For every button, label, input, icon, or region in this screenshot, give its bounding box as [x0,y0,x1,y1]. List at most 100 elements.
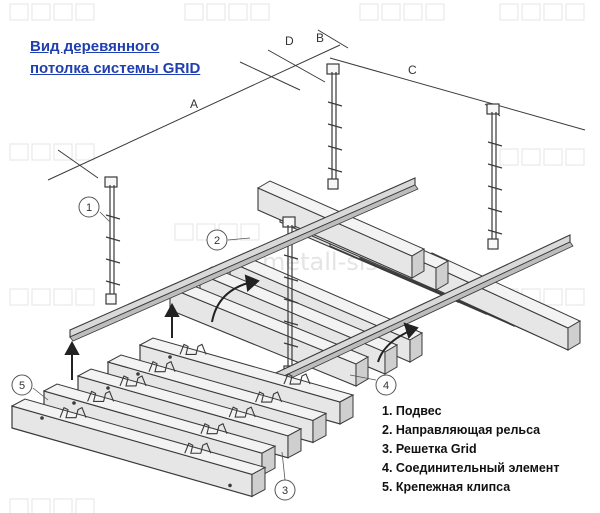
installed-slat-end [384,344,398,375]
loose-slat-end [287,428,302,459]
watermark-glyph [565,3,585,21]
legend-item-grid: 3. Решетка Grid [382,442,477,456]
watermark-glyph [31,143,51,161]
fastening-clip [59,406,87,419]
watermark-glyph [359,3,379,21]
watermark-glyph [53,498,73,513]
callout-number: 2 [214,235,220,247]
installed-slats [168,180,582,387]
fastening-clip [283,373,311,385]
installed-slat-end [435,260,449,291]
fastening-clip [255,391,283,403]
watermark-glyph [75,498,95,513]
dimension-line-c [329,57,586,131]
hanger-spring [105,258,121,264]
callout-circle [206,229,228,251]
title-line-1: Вид деревянного [30,38,160,55]
dimension-label-b: B [316,31,324,45]
watermark-glyph [240,223,260,241]
fastening-clip [148,360,176,373]
guide-rail-back-flange [69,184,419,342]
hanger-spring [283,298,299,304]
loose-slat-end [312,412,327,444]
hanger-spring [283,320,299,326]
dimension-tick [57,149,99,179]
fastening-clip [179,343,207,355]
watermark-glyph [75,288,95,306]
guide-rails [69,177,574,397]
watermark-glyph [425,3,445,21]
watermark-glyph [174,223,194,241]
callout-number: 3 [282,485,288,497]
hanger-spring [105,280,121,286]
watermark-glyph [9,498,29,513]
callout-circle [375,374,397,396]
watermark-glyph [184,3,204,21]
watermark-glyph [53,288,73,306]
watermark-glyph [206,3,226,21]
callout-leader [32,387,49,401]
loose-slat-hole [136,372,140,376]
watermark-glyph [565,288,585,306]
watermark-glyph [31,498,51,513]
hanger-spring [327,123,343,129]
watermark-glyph [31,288,51,306]
hanger-clamp [486,103,500,115]
fastening-clip [228,406,256,418]
dimension-tick [267,49,326,83]
dimension-label-d: D [285,34,294,48]
hanger-spring [327,167,343,173]
callout-circle [11,374,33,396]
loose-slat-hole [168,355,172,359]
up-arrow-head [64,340,80,355]
fastening-clip [87,390,115,402]
legend: 1. Подвес 2. Направляющая рельса 3. Реше… [382,402,559,497]
callout-number: 1 [86,202,92,214]
watermark-glyph [75,143,95,161]
hanger-clamp [282,216,296,228]
watermark-glyph [9,143,29,161]
hanger-spring [487,185,503,191]
watermark-glyph [543,3,563,21]
callout-circle [78,196,100,218]
hanger-spring [283,276,299,282]
fastening-clip [184,442,212,454]
hanger-foot [487,238,499,250]
legend-item-guide-rail: 2. Направляющая рельса [382,423,541,437]
loose-slat-end [251,466,266,498]
dimension-tick [239,61,301,91]
hanger-spring [283,254,299,260]
diagram-title: Вид деревянного потолка системы GRID [30,36,260,80]
fastening-clip [119,375,147,387]
hanger-spring [105,236,121,242]
hanger-spring [283,342,299,348]
callout-leader [227,237,251,241]
watermark-pattern [9,3,585,513]
hangers [104,63,503,377]
hanger-spring [487,207,503,213]
loose-slat-hole [228,483,232,488]
callout-leader [99,211,111,223]
loose-slat-hole [40,416,44,420]
loose-slats [10,337,355,498]
watermark-glyph [381,3,401,21]
callout-circle [274,479,296,501]
up-arrow-head [164,302,180,317]
watermark-glyph [228,3,248,21]
installed-slat-end [409,332,423,363]
hanger-foot [105,293,117,305]
watermark-glyph [499,148,519,166]
watermark-glyph [521,148,541,166]
watermark-glyph [565,148,585,166]
watermark-glyph [543,148,563,166]
callout-number: 4 [383,380,389,392]
dimension-line-a [47,44,341,181]
hanger-spring [327,145,343,151]
fastening-clip [200,422,228,435]
installed-slat-end [567,320,581,351]
watermark-glyph [403,3,423,21]
watermark-glyph [9,3,29,21]
curved-arrow-head [244,274,260,292]
